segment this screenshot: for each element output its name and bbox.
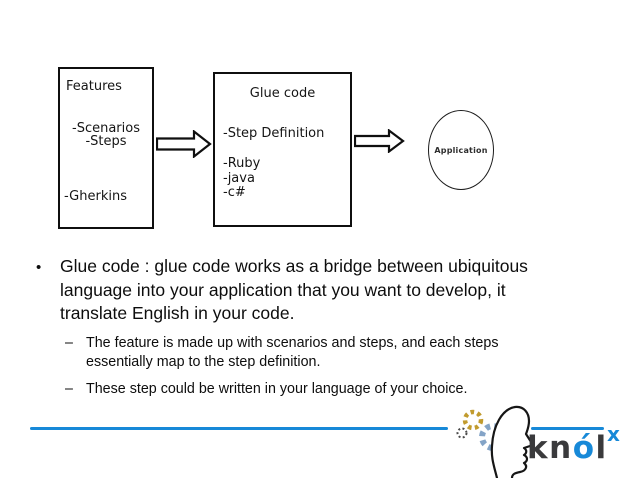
- brand-superscript-x: x: [607, 422, 620, 446]
- glue-code-box: Glue code -Step Definition -Ruby -java -…: [213, 72, 352, 227]
- dash-marker: –: [65, 334, 73, 351]
- body-text: • Glue code : glue code works as a bridg…: [36, 255, 611, 399]
- bullet-marker: •: [36, 259, 42, 276]
- application-label: Application: [434, 145, 488, 155]
- glue-item-step-definition: -Step Definition: [223, 126, 325, 141]
- glue-item-java: -java: [223, 171, 255, 186]
- brand-o: ó: [572, 430, 596, 466]
- bullet-sub1-text: The feature is made up with scenarios an…: [86, 334, 499, 370]
- brand-wordmark: knól: [527, 433, 608, 464]
- application-ellipse: Application: [428, 110, 494, 190]
- bullet-item-sub2: – These step could be written in your la…: [65, 380, 611, 399]
- arrow-right-icon: [156, 130, 212, 158]
- bullet-item-sub1: – The feature is made up with scenarios …: [65, 334, 611, 372]
- brand-overline: [531, 427, 604, 430]
- brand-l: l: [595, 430, 608, 466]
- knolx-head-gears-logo-icon: [456, 405, 535, 478]
- features-box-title: Features: [66, 79, 122, 94]
- bullet-sub2-text: These step could be written in your lang…: [86, 380, 468, 397]
- glue-item-ruby: -Ruby: [223, 156, 261, 171]
- features-box: Features -Scenarios -Steps -Gherkins: [58, 67, 154, 229]
- bullet-main-text: Glue code : glue code works as a bridge …: [60, 256, 528, 323]
- bullet-item-main: • Glue code : glue code works as a bridg…: [36, 255, 611, 326]
- footer-divider-line: [30, 427, 448, 430]
- glue-item-csharp: -c#: [223, 185, 246, 200]
- features-item-gherkins: -Gherkins: [64, 189, 127, 204]
- glue-box-title: Glue code: [249, 86, 316, 101]
- features-item-steps: -Steps: [85, 134, 127, 149]
- features-item-scenarios: -Scenarios: [72, 121, 140, 136]
- dash-marker: –: [65, 380, 73, 397]
- brand-kn: kn: [527, 430, 573, 466]
- arrow-right-icon: [354, 129, 405, 153]
